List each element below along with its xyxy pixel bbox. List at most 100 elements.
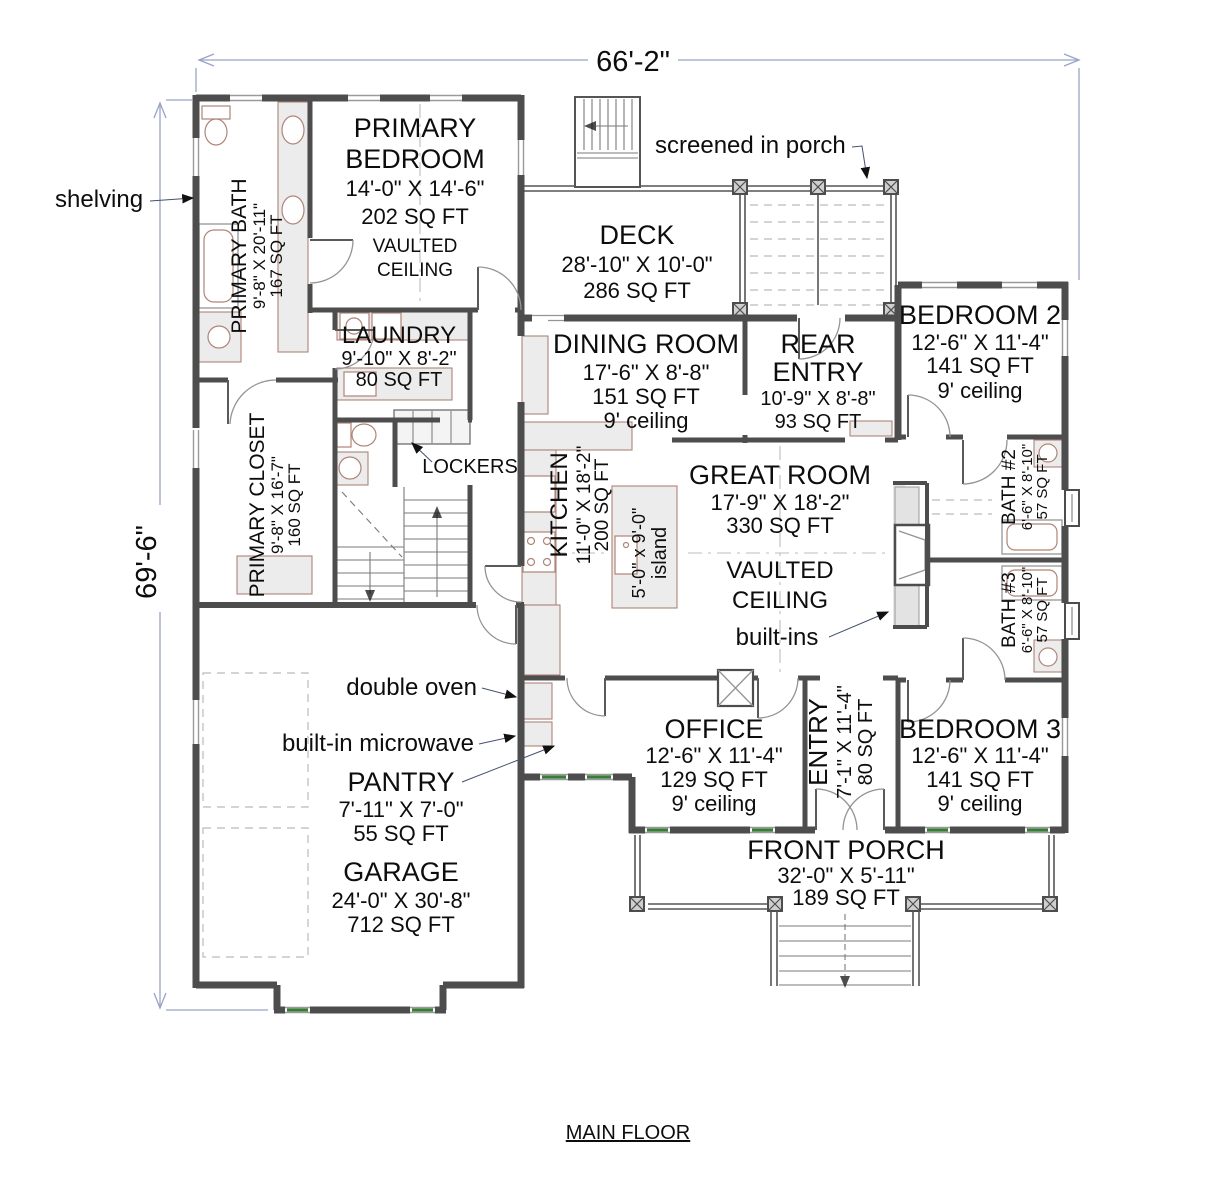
deck-and-porches — [521, 96, 1058, 988]
room-pantry-label: PANTRY 7'-11" X 7'-0" 55 SQ FT — [338, 767, 463, 846]
room-bath3-label: BATH #3 6'-6" X 8'-10" 57 SQ FT — [999, 567, 1051, 653]
primary-bedroom-area: 202 SQ FT — [361, 204, 469, 229]
room-garage-label: GARAGE 24'-0" X 30'-8" 712 SQ FT — [332, 857, 471, 937]
dimension-lines — [153, 53, 1081, 1011]
dining-dims: 17'-6" X 8'-8" — [583, 360, 710, 385]
primary-bedroom-note1: VAULTED — [373, 236, 458, 257]
office-dims: 12'-6" X 11'-4" — [645, 743, 782, 768]
reference-lines — [419, 104, 886, 672]
garage-bay-2 — [202, 827, 309, 958]
room-bath2-label: BATH #2 6'-6" X 8'-10" 57 SQ FT — [999, 444, 1051, 530]
room-front-porch-label: FRONT PORCH 32'-0" X 5'-11" 189 SQ FT — [747, 835, 945, 910]
interior-walls — [196, 98, 1065, 830]
deck-stairs — [574, 96, 641, 188]
windows — [192, 94, 1080, 1014]
kitchen-area: 200 SQ FT — [592, 458, 613, 551]
shelving-leader — [149, 193, 195, 204]
bath2-name: BATH #2 — [999, 449, 1020, 525]
room-rear-entry-label: REAR ENTRY 10'-9" X 8'-8" 93 SQ FT — [760, 329, 875, 433]
bedroom2-area: 141 SQ FT — [926, 353, 1034, 378]
dining-name: DINING ROOM — [553, 329, 739, 359]
room-bedroom2-label: BEDROOM 2 12'-6" X 11'-4" 141 SQ FT 9' c… — [899, 300, 1061, 403]
room-bedroom3-label: BEDROOM 3 12'-6" X 11'-4" 141 SQ FT 9' c… — [899, 714, 1061, 816]
bath3-sink-icon — [1038, 647, 1058, 667]
room-primary-closet-label: PRIMARY CLOSET 9'-8" X 16'-7" 160 SQ FT — [246, 412, 304, 597]
rear-entry-name2: ENTRY — [772, 357, 863, 387]
room-laundry-label: LAUNDRY 9'-10" X 8'-2" 80 SQ FT — [341, 322, 456, 391]
office-area: 129 SQ FT — [660, 767, 768, 792]
bath2-sink-icon — [1038, 443, 1058, 463]
entry-name: ENTRY — [803, 698, 833, 786]
primary-bath-area: 167 SQ FT — [267, 214, 286, 297]
leader-lines — [149, 145, 890, 783]
double-oven-label: double oven — [346, 674, 477, 701]
rear-entry-area: 93 SQ FT — [775, 411, 862, 433]
kitchen-counter-north — [521, 421, 633, 451]
bath2-dims: 6'-6" X 8'-10" — [1019, 444, 1036, 530]
great-room-name: GREAT ROOM — [689, 460, 871, 490]
built-in-shelf-upper — [894, 486, 920, 526]
bedroom3-name: BEDROOM 3 — [899, 714, 1061, 744]
laundry-name: LAUNDRY — [342, 322, 456, 349]
island-label: 5'-0" x 9'-0" island — [629, 508, 671, 599]
island-dims: 5'-0" x 9'-0" — [629, 508, 649, 599]
kitchen-dims: 11'-0" X 18'-2" — [574, 446, 595, 565]
labels: 66'-2" 69'-6" shelving screened in porch… — [55, 46, 1061, 1144]
primary-bedroom-name2: BEDROOM — [345, 144, 485, 174]
pantry-name: PANTRY — [347, 767, 454, 797]
exterior-walls — [192, 94, 1069, 1014]
deck-name: DECK — [599, 220, 674, 250]
front-porch-posts — [629, 896, 1058, 912]
great-room-note3: built-ins — [736, 624, 819, 651]
fixtures-and-cabinets — [198, 101, 1063, 958]
bath2-area: 57 SQ FT — [1034, 454, 1051, 519]
primary-closet-area: 160 SQ FT — [285, 463, 304, 546]
sheet-title: MAIN FLOOR — [566, 1122, 690, 1144]
island-sink-icon — [614, 535, 638, 575]
shelving-label: shelving — [55, 186, 143, 213]
built-ins-leader — [828, 611, 890, 638]
room-office-label: OFFICE 12'-6" X 11'-4" 129 SQ FT 9' ceil… — [645, 714, 782, 816]
bedroom2-ceiling: 9' ceiling — [938, 378, 1023, 403]
dryer-icon — [371, 312, 402, 340]
great-room-note2: CEILING — [732, 587, 828, 614]
pantry-dims: 7'-11" X 7'-0" — [338, 797, 463, 822]
primary-closet-name: PRIMARY CLOSET — [246, 412, 269, 597]
room-kitchen-label: KITCHEN 11'-0" X 18'-2" 200 SQ FT — [546, 446, 613, 565]
lockers-leader — [411, 442, 433, 463]
bedroom2-name: BEDROOM 2 — [899, 300, 1061, 330]
dining-ceiling: 9' ceiling — [604, 408, 689, 433]
island-name: island — [649, 527, 671, 579]
great-room-area: 330 SQ FT — [726, 513, 834, 538]
wc-toilet-icon — [351, 423, 377, 447]
rear-entry-bench — [849, 420, 893, 437]
garage-bay-1 — [202, 672, 309, 808]
room-primary-bedroom-label: PRIMARY BEDROOM 14'-0" X 14'-6" 202 SQ F… — [345, 113, 485, 281]
screened-porch-label: screened in porch — [655, 132, 846, 159]
office-name: OFFICE — [665, 714, 764, 744]
interior-stairs — [337, 487, 470, 605]
primary-bedroom-name1: PRIMARY — [354, 113, 477, 143]
room-deck-label: DECK 28'-10" X 10'-0" 286 SQ FT — [561, 220, 712, 303]
laundry-sink-icon — [343, 371, 377, 397]
laundry-area: 80 SQ FT — [356, 369, 443, 391]
dining-area: 151 SQ FT — [592, 384, 700, 409]
kitchen-counter-sw — [521, 604, 561, 676]
room-entry-label: ENTRY 7'-1" X 11'-4" 80 SQ FT — [803, 685, 877, 799]
bedroom2-dims: 12'-6" X 11'-4" — [911, 330, 1048, 355]
fireplace-icon — [893, 523, 931, 587]
rear-entry-dims: 10'-9" X 8'-8" — [760, 388, 875, 410]
room-primary-bath-label: PRIMARY BATH 9'-8" X 20'-11" 167 SQ FT — [228, 178, 286, 333]
screened-porch-leader — [851, 145, 871, 180]
garage-name: GARAGE — [343, 857, 459, 887]
pantry-area: 55 SQ FT — [353, 821, 448, 846]
overall-height-dimension: 69'-6" — [131, 525, 163, 599]
built-in-shelf-lower — [894, 584, 920, 628]
deck-area: 286 SQ FT — [583, 278, 691, 303]
door-swings — [227, 239, 1008, 831]
double-oven-leader — [481, 687, 518, 699]
room-dining-label: DINING ROOM 17'-6" X 8'-8" 151 SQ FT 9' … — [553, 329, 739, 433]
laundry-dims: 9'-10" X 8'-2" — [341, 348, 456, 370]
great-room-dims: 17'-9" X 18'-2" — [711, 490, 850, 515]
